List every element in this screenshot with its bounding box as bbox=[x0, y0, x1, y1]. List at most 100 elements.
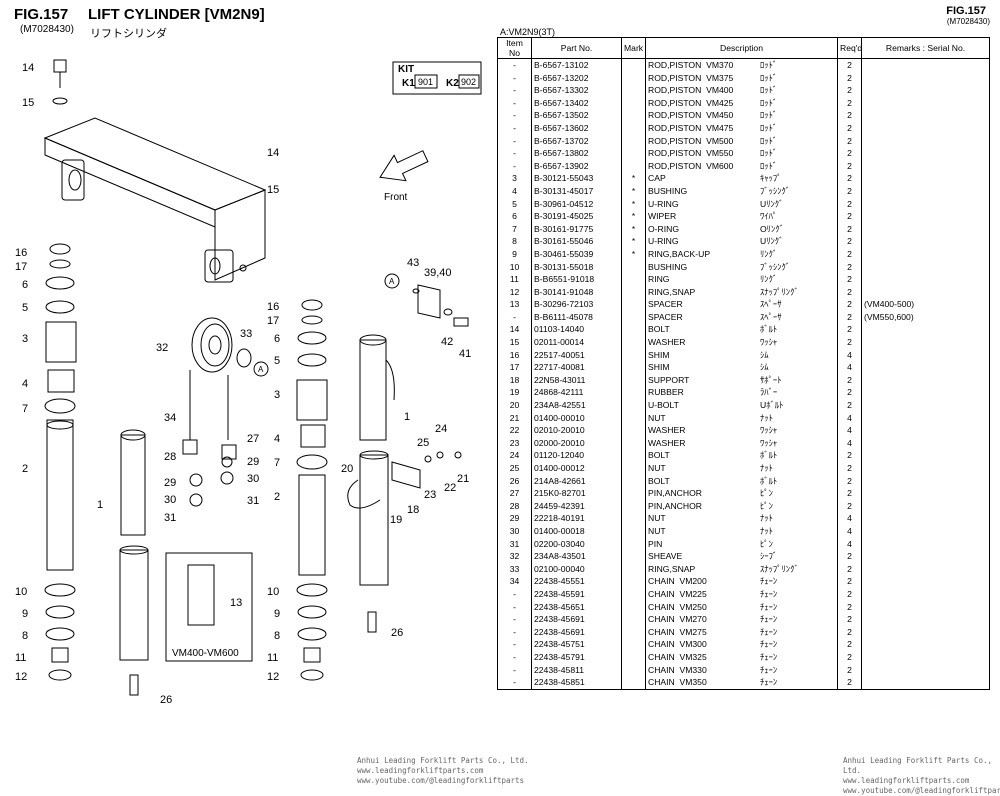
callout-42: 42 bbox=[441, 336, 453, 348]
cell-remarks bbox=[861, 650, 990, 664]
callout-30b: 30 bbox=[247, 473, 259, 485]
cell-mark bbox=[621, 298, 646, 311]
cell-remarks bbox=[861, 58, 990, 72]
cell-item-no: 4 bbox=[497, 184, 532, 198]
cell-remarks bbox=[861, 96, 990, 110]
callout-25: 25 bbox=[417, 437, 429, 449]
cell-part-no: B-6567-13402 bbox=[531, 96, 622, 110]
callout-11b: 11 bbox=[267, 652, 278, 664]
cell-part-no: B-B6111-45078 bbox=[531, 310, 622, 324]
footer-website-right[interactable]: www.leadingforkliftparts.com bbox=[843, 776, 970, 785]
cell-reqd: 2 bbox=[837, 247, 862, 261]
cell-item-no: - bbox=[497, 310, 532, 324]
description-jp: ﾛｯﾄﾞ bbox=[760, 135, 778, 146]
footer-youtube[interactable]: www.youtube.com/@leadingforkliftparts bbox=[357, 776, 525, 785]
cell-part-no: B-6567-13702 bbox=[531, 134, 622, 148]
cell-item-no: - bbox=[497, 109, 532, 122]
callout-10: 10 bbox=[15, 586, 27, 598]
cell-part-no: B-30131-55018 bbox=[531, 260, 622, 274]
cell-part-no: 22438-45811 bbox=[531, 663, 622, 677]
callout-4: 4 bbox=[22, 378, 28, 390]
page-title-jp: リフトシリンダ bbox=[90, 28, 167, 40]
cell-mark bbox=[621, 96, 646, 110]
description-en: U-RING bbox=[648, 198, 679, 209]
cell-part-no: 02000-20010 bbox=[531, 436, 622, 450]
description-en: ROD,PISTON VM400 bbox=[648, 85, 734, 96]
cell-remarks bbox=[861, 663, 990, 677]
cell-part-no: 22438-45691 bbox=[531, 625, 622, 639]
description-jp: ﾜｯｼｬ bbox=[760, 425, 778, 436]
header-mark: Mark bbox=[621, 37, 646, 59]
left-parts-stack bbox=[44, 59, 77, 681]
footer-youtube-right[interactable]: www.youtube.com/@leadingforkliftparts bbox=[843, 786, 1000, 795]
cell-part-no: 22438-45591 bbox=[531, 587, 622, 601]
callout-19: 19 bbox=[390, 514, 402, 526]
cell-part-no: B-6567-13302 bbox=[531, 84, 622, 97]
cell-remarks bbox=[861, 512, 990, 525]
header-reqd: Req'd bbox=[837, 37, 862, 59]
cell-remarks bbox=[861, 273, 990, 286]
description-jp: ﾁｪｰﾝ bbox=[760, 651, 778, 662]
cell-reqd: 2 bbox=[837, 310, 862, 324]
cell-item-no: 10 bbox=[497, 260, 532, 274]
cell-remarks bbox=[861, 474, 990, 488]
cell-item-no: 31 bbox=[497, 537, 532, 551]
callout-18: 18 bbox=[407, 504, 419, 516]
cell-item-no: - bbox=[497, 71, 532, 85]
cell-part-no: B-6567-13202 bbox=[531, 71, 622, 85]
cell-mark bbox=[621, 650, 646, 664]
description-en: CHAIN VM225 bbox=[648, 588, 707, 599]
cell-remarks bbox=[861, 499, 990, 513]
cell-mark bbox=[621, 386, 646, 400]
cell-part-no: 22717-40081 bbox=[531, 361, 622, 374]
description-en: RING bbox=[648, 274, 670, 285]
description-jp: ﾁｪｰﾝ bbox=[760, 677, 778, 688]
cell-mark: * bbox=[621, 235, 646, 248]
cell-item-no: 20 bbox=[497, 399, 532, 412]
cell-item-no: 7 bbox=[497, 222, 532, 236]
cell-part-no: B-30961-04512 bbox=[531, 197, 622, 211]
callout-1: 1 bbox=[97, 499, 103, 511]
cell-reqd: 2 bbox=[837, 109, 862, 122]
callout-1b: 1 bbox=[404, 411, 410, 423]
cell-mark bbox=[621, 399, 646, 412]
cell-item-no: - bbox=[497, 625, 532, 639]
description-jp: ｼﾑ bbox=[760, 349, 769, 360]
cell-reqd: 2 bbox=[837, 462, 862, 475]
footer-website[interactable]: www.leadingforkliftparts.com bbox=[357, 766, 484, 775]
bracket-detail bbox=[384, 273, 469, 327]
callout-5: 5 bbox=[22, 302, 28, 314]
callout-22: 22 bbox=[444, 482, 456, 494]
cell-reqd: 2 bbox=[837, 638, 862, 651]
description-en: CHAIN VM350 bbox=[648, 677, 707, 688]
description-en: U-BOLT bbox=[648, 400, 679, 411]
cell-remarks bbox=[861, 676, 990, 690]
cell-reqd: 2 bbox=[837, 58, 862, 72]
callout-41: 41 bbox=[459, 348, 471, 360]
cell-reqd: 2 bbox=[837, 575, 862, 588]
cell-mark: * bbox=[621, 210, 646, 223]
description-en: SPACER bbox=[648, 299, 683, 310]
cell-remarks bbox=[861, 235, 990, 248]
